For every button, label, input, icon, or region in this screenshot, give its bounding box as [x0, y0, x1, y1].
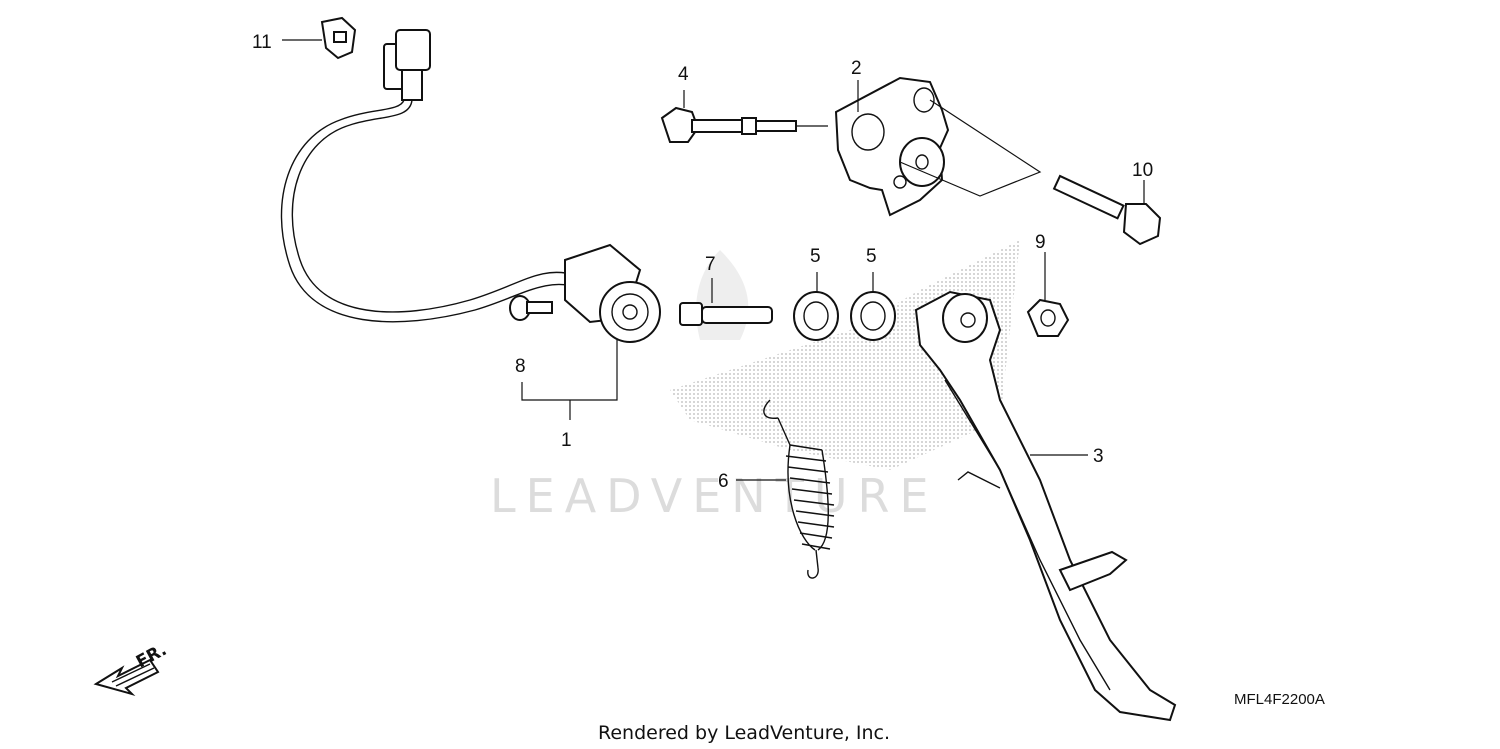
part-4-bolt[interactable]	[660, 106, 797, 143]
part-3-side-stand[interactable]	[914, 290, 1177, 722]
callout-1[interactable]: 1	[561, 430, 572, 451]
front-direction-arrow-icon: FR.	[93, 640, 170, 696]
part-1-side-stand-switch[interactable]	[280, 29, 661, 343]
part-8-bolt[interactable]	[509, 295, 553, 321]
part-10-bolt[interactable]	[1052, 174, 1162, 246]
leader-4	[683, 90, 828, 127]
callout-10[interactable]: 10	[1132, 160, 1153, 181]
leader-1	[521, 340, 618, 420]
honda-wing-watermark: LEADVENTURE	[490, 240, 1020, 523]
part-9-nut[interactable]	[1026, 298, 1070, 337]
callout-3[interactable]: 3	[1093, 446, 1104, 467]
leader-10-lines	[899, 99, 1042, 197]
part-2-bracket[interactable]	[834, 76, 950, 217]
callout-8[interactable]: 8	[515, 356, 526, 377]
callout-4[interactable]: 4	[678, 64, 689, 85]
callout-11[interactable]: 11	[252, 32, 272, 53]
callout-7[interactable]: 7	[705, 254, 716, 275]
part-5-washer-b[interactable]	[850, 291, 896, 341]
part-5-washer-a[interactable]	[793, 291, 839, 341]
callout-9[interactable]: 9	[1035, 232, 1046, 253]
callout-6[interactable]: 6	[718, 471, 729, 492]
callout-5a[interactable]: 5	[810, 246, 821, 267]
callout-5b[interactable]: 5	[866, 246, 877, 267]
leader-5	[816, 272, 874, 292]
credit-text: Rendered by LeadVenture, Inc.	[598, 722, 890, 744]
callout-2[interactable]: 2	[851, 58, 862, 79]
watermark-text: LEADVENTURE	[490, 469, 939, 523]
diagram-code: MFL4F2200A	[1234, 691, 1325, 708]
part-11-clip[interactable]	[320, 16, 357, 60]
part-7-collar[interactable]	[679, 302, 773, 326]
part-6-spring[interactable]	[763, 399, 835, 579]
